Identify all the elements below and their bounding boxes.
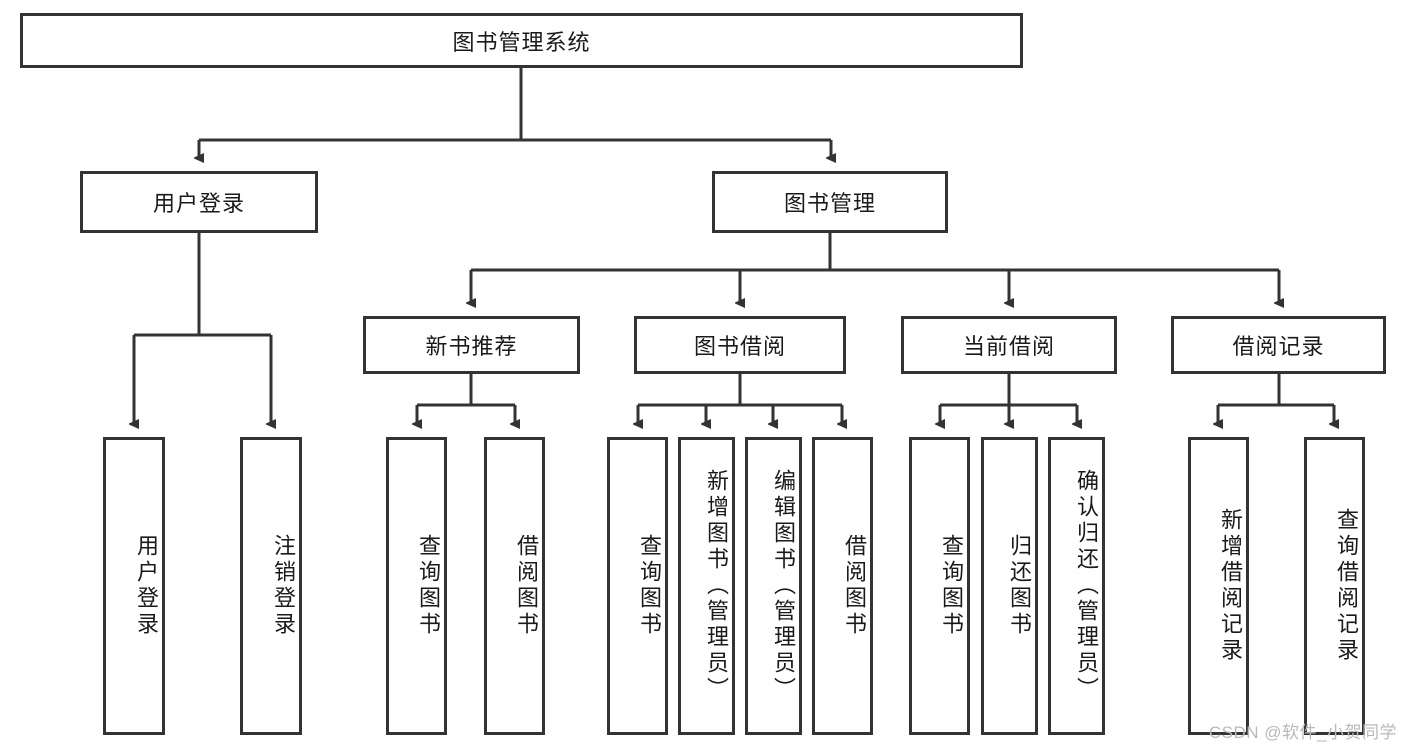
leaf-query-borrow-record-label: 查询借阅记录 — [1334, 508, 1359, 664]
leaf-add-borrow-record-label: 新增借阅记录 — [1218, 508, 1243, 664]
leaf-borrow-book-label: 借阅图书 — [842, 534, 867, 638]
leaf-return-book[interactable]: 归还图书 — [981, 437, 1038, 735]
leaf-query-book-recommend-label: 查询图书 — [416, 534, 441, 638]
node-current-borrow[interactable]: 当前借阅 — [901, 316, 1117, 374]
leaf-edit-book-admin-label: 编辑图书（管理员） — [771, 469, 796, 703]
node-borrow-record-label: 借阅记录 — [1232, 334, 1325, 359]
node-borrow-record[interactable]: 借阅记录 — [1171, 316, 1386, 374]
leaf-user-login[interactable]: 用户登录 — [103, 437, 165, 735]
leaf-return-book-label: 归还图书 — [1007, 534, 1032, 638]
leaf-borrow-book[interactable]: 借阅图书 — [812, 437, 873, 735]
leaf-logout[interactable]: 注销登录 — [240, 437, 302, 735]
node-new-book-recommend[interactable]: 新书推荐 — [363, 316, 580, 374]
node-root[interactable]: 图书管理系统 — [20, 13, 1023, 68]
node-book-management-label: 图书管理 — [783, 191, 876, 216]
node-book-borrow[interactable]: 图书借阅 — [634, 316, 846, 374]
leaf-confirm-return-admin-label: 确认归还（管理员） — [1074, 469, 1099, 703]
leaf-query-borrow-record[interactable]: 查询借阅记录 — [1304, 437, 1365, 735]
leaf-confirm-return-admin[interactable]: 确认归还（管理员） — [1048, 437, 1105, 735]
leaf-add-borrow-record[interactable]: 新增借阅记录 — [1188, 437, 1249, 735]
leaf-query-book-current-label: 查询图书 — [939, 534, 964, 638]
node-root-label: 图书管理系统 — [452, 29, 591, 55]
leaf-add-book-admin[interactable]: 新增图书（管理员） — [678, 437, 735, 735]
csdn-watermark: CSDN @软件_小贺同学 — [1208, 723, 1397, 742]
leaf-borrow-book-recommend[interactable]: 借阅图书 — [484, 437, 545, 735]
node-book-borrow-label: 图书借阅 — [693, 334, 786, 359]
node-user-login-label: 用户登录 — [152, 191, 245, 216]
leaf-add-book-admin-label: 新增图书（管理员） — [704, 469, 729, 703]
leaf-edit-book-admin[interactable]: 编辑图书（管理员） — [745, 437, 802, 735]
node-new-book-recommend-label: 新书推荐 — [425, 334, 518, 359]
leaf-query-book-borrow[interactable]: 查询图书 — [607, 437, 668, 735]
leaf-user-login-label: 用户登录 — [134, 534, 159, 638]
leaf-query-book-recommend[interactable]: 查询图书 — [386, 437, 447, 735]
node-user-login[interactable]: 用户登录 — [80, 171, 318, 233]
node-book-management[interactable]: 图书管理 — [712, 171, 948, 233]
leaf-borrow-book-recommend-label: 借阅图书 — [514, 534, 539, 638]
leaf-query-book-borrow-label: 查询图书 — [637, 534, 662, 638]
leaf-query-book-current[interactable]: 查询图书 — [909, 437, 970, 735]
node-current-borrow-label: 当前借阅 — [962, 334, 1055, 359]
leaf-logout-label: 注销登录 — [271, 534, 296, 638]
